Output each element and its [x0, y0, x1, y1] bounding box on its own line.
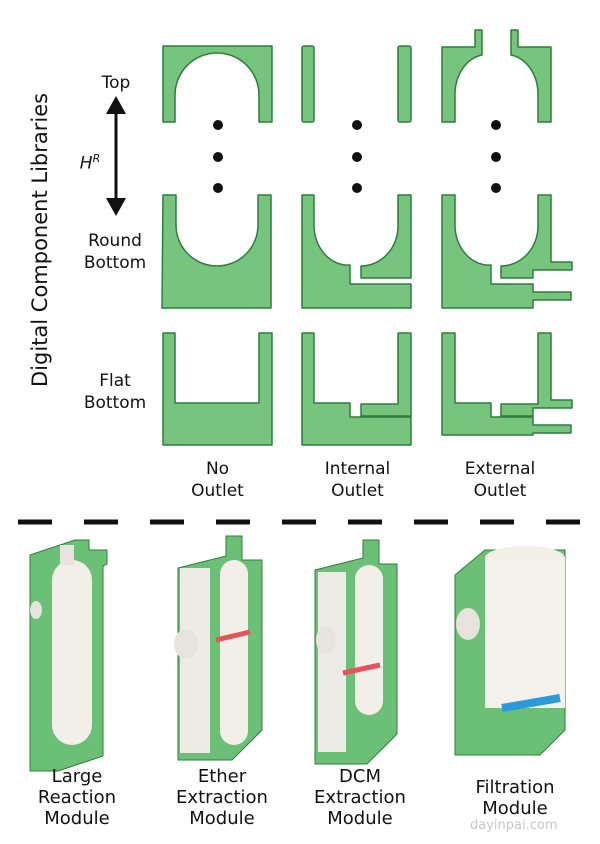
flat-bottom-no-outlet — [162, 332, 273, 446]
column-label-internal-outlet: Internal Outlet — [324, 459, 391, 501]
module-filtration — [454, 546, 566, 756]
watermark: dayinpai.com — [470, 818, 558, 833]
ellipsis-dot — [491, 183, 501, 193]
ellipsis-dot — [213, 120, 223, 130]
flat-bottom-internal-left — [301, 332, 412, 446]
top-piece-no-outlet — [162, 45, 273, 123]
top-piece-internal-right — [397, 45, 412, 123]
row-label-round-bottom: Round Bottom — [83, 231, 147, 273]
module-label-ether-extraction: Ether Extraction Module — [176, 766, 268, 829]
module-large-reaction — [29, 539, 108, 772]
top-piece-internal-left — [301, 45, 315, 123]
round-bottom-external-right — [500, 194, 573, 279]
ellipsis-dot — [491, 120, 501, 130]
label-top: Top — [101, 73, 131, 93]
module-label-dcm-extraction: DCM Extraction Module — [314, 766, 406, 829]
column-label-no-outlet: No Outlet — [191, 459, 244, 501]
round-bottom-no-outlet — [161, 194, 272, 309]
module-ether-extraction — [174, 535, 263, 761]
ellipsis-dot — [213, 152, 223, 162]
ellipsis-dot — [352, 120, 362, 130]
top-piece-external-right — [510, 29, 552, 123]
ellipsis-dot — [491, 152, 501, 162]
round-bottom-internal-right — [360, 194, 412, 279]
flat-bottom-external-right — [500, 332, 573, 417]
round-bottom-internal-left — [301, 194, 412, 309]
flat-bottom-external-left — [441, 332, 572, 436]
row-label-flat-bottom: Flat Bottom — [83, 371, 147, 413]
height-double-arrow — [106, 96, 126, 216]
flat-bottom-internal-right — [360, 332, 412, 417]
side-title: Digital Component Libraries — [28, 92, 52, 387]
height-symbol: H — [79, 153, 93, 174]
ellipsis-dot — [213, 183, 223, 193]
ellipsis-dot — [352, 152, 362, 162]
round-bottom-external-left — [441, 194, 572, 309]
ellipsis-dot — [352, 183, 362, 193]
column-label-external-outlet: External Outlet — [464, 459, 536, 501]
membrane-blue — [501, 694, 561, 712]
membrane-red — [215, 629, 251, 643]
module-label-filtration: Filtration Module — [475, 777, 555, 819]
top-piece-external-left — [441, 29, 483, 123]
membrane-red — [342, 662, 381, 676]
label-height: HR — [70, 148, 110, 175]
height-superscript: R — [92, 152, 101, 165]
module-label-large-reaction: Large Reaction Module — [37, 766, 117, 829]
module-dcm-extraction — [314, 539, 398, 765]
